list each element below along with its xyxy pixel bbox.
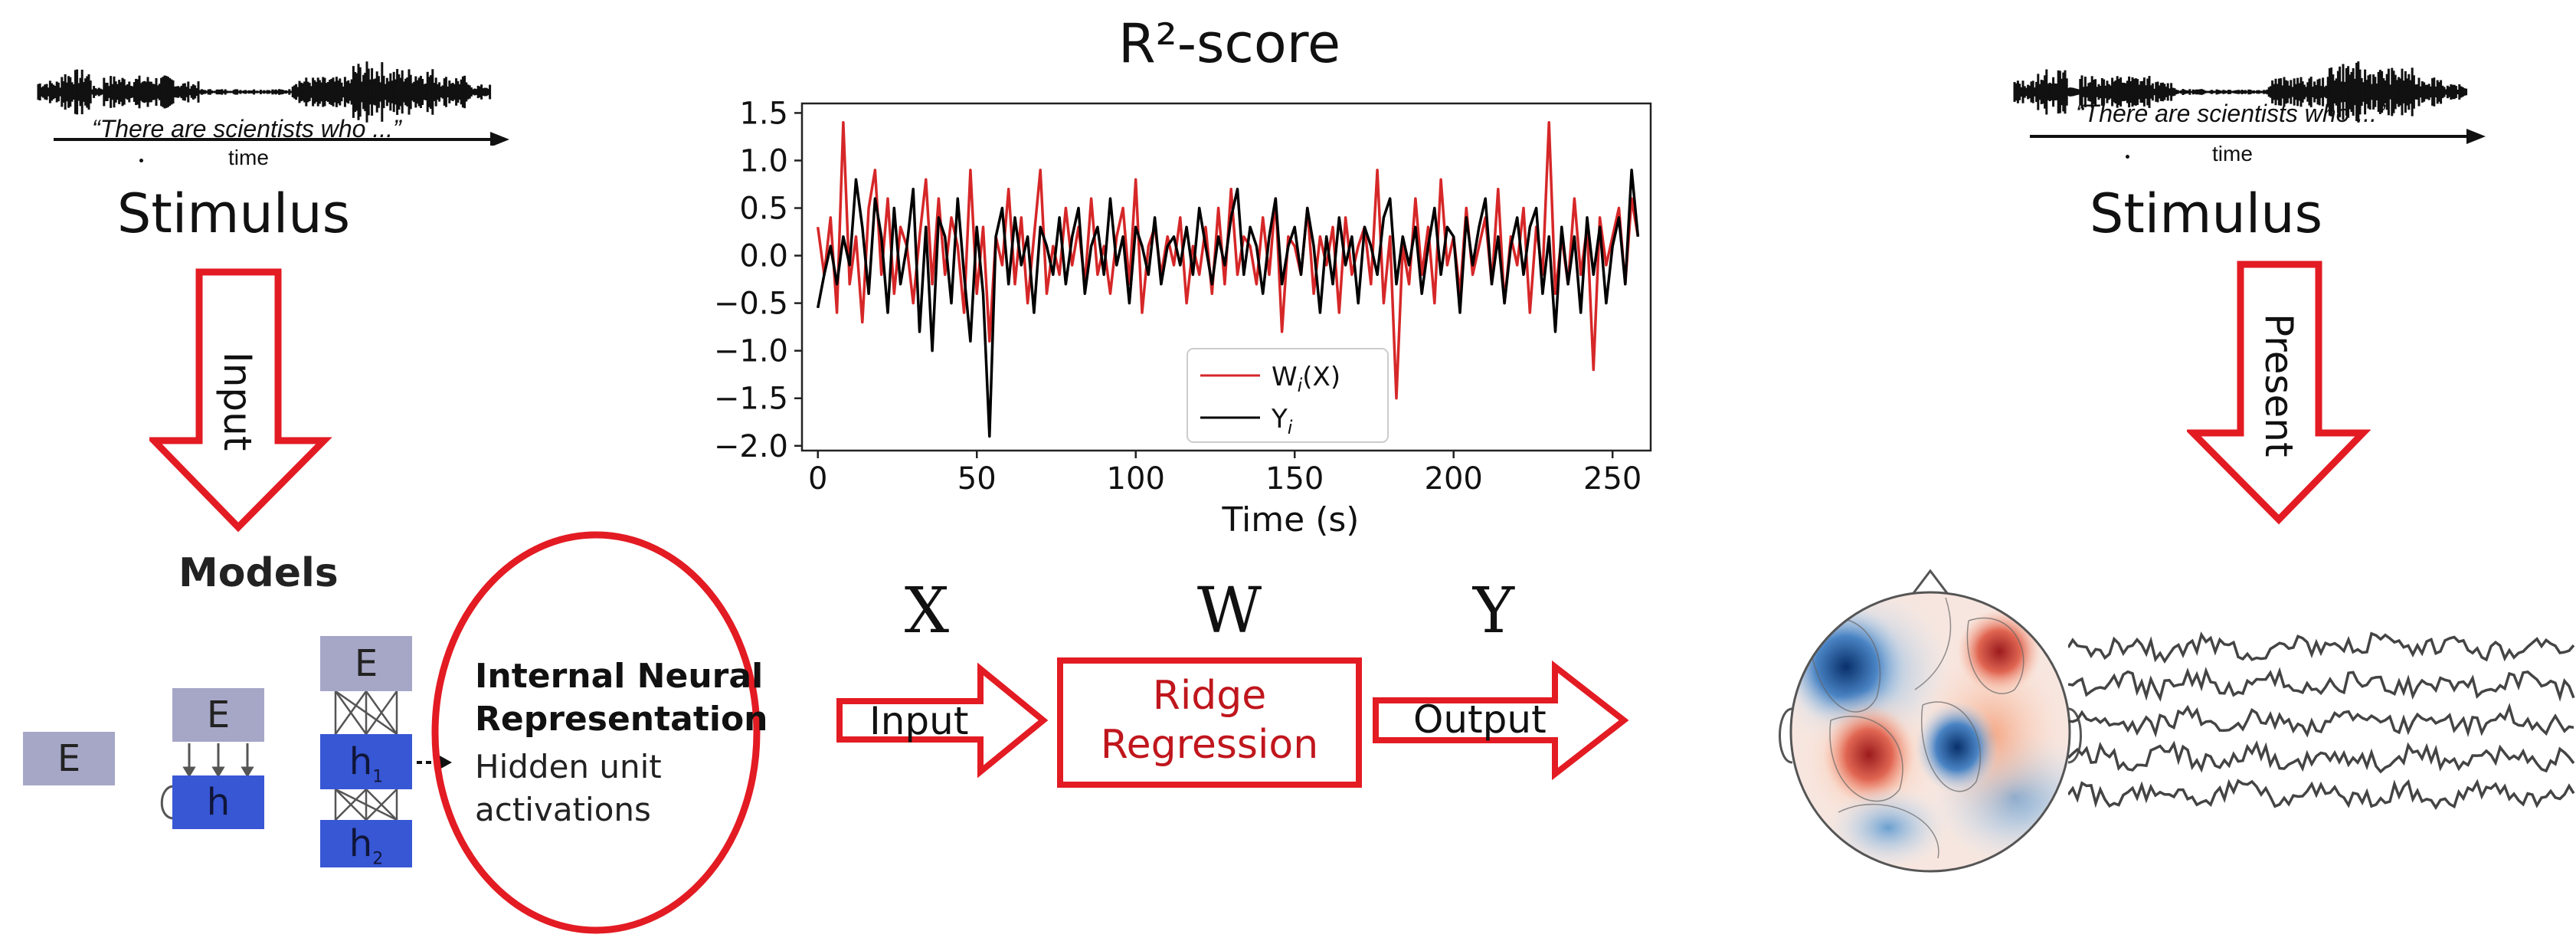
eeg-trace: [2068, 631, 2575, 664]
eeg-trace: [2068, 667, 2575, 702]
time-axis-label: time: [228, 146, 269, 169]
y-tick-label: −1.0: [714, 334, 788, 369]
representation-title-1: Internal Neural: [475, 657, 764, 696]
model-box-h2: h2: [320, 820, 412, 869]
representation-title-2: Representation: [475, 700, 768, 739]
stimulus-label: Stimulus: [116, 182, 351, 245]
present-down-arrow: [2187, 261, 2371, 525]
ridge-regression-box: Ridge Regression: [1057, 657, 1362, 788]
rnn-connections: [160, 743, 254, 823]
x-tick-label: 150: [1265, 461, 1324, 497]
h2-subscript: 2: [372, 849, 384, 869]
x-tick-label: 200: [1425, 461, 1483, 497]
var-w: W: [1196, 575, 1262, 648]
y-tick-label: 0.5: [739, 192, 788, 227]
model-box-e-deep: E: [320, 636, 412, 691]
models-title: Models: [178, 550, 339, 596]
series-line-target: [816, 169, 1640, 438]
var-x: X: [904, 575, 950, 648]
eeg-trace: [2068, 740, 2575, 774]
legend-label-true: Yi: [1271, 404, 1293, 438]
x-tick-label: 100: [1107, 461, 1165, 497]
y-tick-label: −1.5: [714, 382, 788, 417]
x-tick-label: 50: [957, 461, 997, 497]
stimulus-quote: “There are scientists who ...”: [92, 115, 401, 143]
deep-connections-2: [334, 789, 398, 821]
x-tick-label: 0: [808, 461, 827, 497]
ridge-label: Ridge: [1152, 673, 1267, 719]
model-box-e-single: E: [23, 732, 115, 785]
input-down-arrow: [149, 268, 332, 533]
h1-subscript: 1: [372, 767, 384, 787]
legend-label-pred: Wi(X): [1272, 362, 1340, 396]
input-arrow-label: Input: [215, 352, 260, 451]
stimulus-label-right: Stimulus: [2089, 182, 2323, 245]
r2-line-chart: 1.5 1.0 0.5 0.0 −0.5 −1.0 −1.5 −2.0 0 50 100 150 20…: [714, 96, 1652, 539]
model-box-h: h: [172, 775, 264, 829]
chart-title: R²-score: [1118, 12, 1340, 75]
h2-letter: h: [349, 822, 373, 865]
representation-desc-1: Hidden unit: [475, 748, 662, 785]
output-right-label: Output: [1413, 697, 1547, 742]
y-tick-label: 1.5: [739, 96, 788, 131]
eeg-traces: [2068, 631, 2575, 811]
input-right-arrow: [836, 663, 1049, 778]
waveform-left: [37, 61, 509, 146]
time-axis-label-right: time: [2212, 142, 2253, 166]
eeg-topomap: [1779, 569, 2082, 873]
representation-desc-2: activations: [475, 791, 651, 828]
chart-title-text: R²-score: [1118, 12, 1341, 75]
y-tick-label: 1.0: [739, 143, 788, 179]
x-axis-label: Time (s): [1222, 500, 1360, 539]
input-right-label: Input: [869, 699, 969, 743]
y-tick-label: −2.0: [714, 429, 788, 464]
waveform-right: [2013, 61, 2486, 144]
model-box-h1: h1: [320, 734, 412, 789]
h1-letter: h: [349, 740, 373, 783]
output-right-arrow: [1373, 661, 1629, 780]
eeg-trace: [2068, 703, 2574, 738]
stimulus-quote-right: “There are scientists who ...”: [2076, 100, 2385, 127]
y-tick-label: 0.0: [739, 239, 788, 274]
regression-label: Regression: [1100, 722, 1319, 768]
dot-mark-right: [2126, 155, 2129, 159]
eeg-trace: [2068, 779, 2575, 811]
y-tick-label: −0.5: [714, 287, 788, 322]
deep-connections-1: [334, 691, 398, 736]
chart-legend: Wi(X) Yi: [1187, 348, 1389, 443]
x-tick-label: 250: [1583, 461, 1642, 497]
representation-ellipse: [431, 531, 761, 934]
representation-text: Internal Neural Representation Hidden un…: [475, 655, 768, 831]
model-box-e-rnn: E: [172, 688, 264, 742]
var-y: Y: [1472, 575, 1515, 648]
dot-mark: [139, 159, 143, 162]
present-arrow-label: Present: [2257, 313, 2301, 457]
